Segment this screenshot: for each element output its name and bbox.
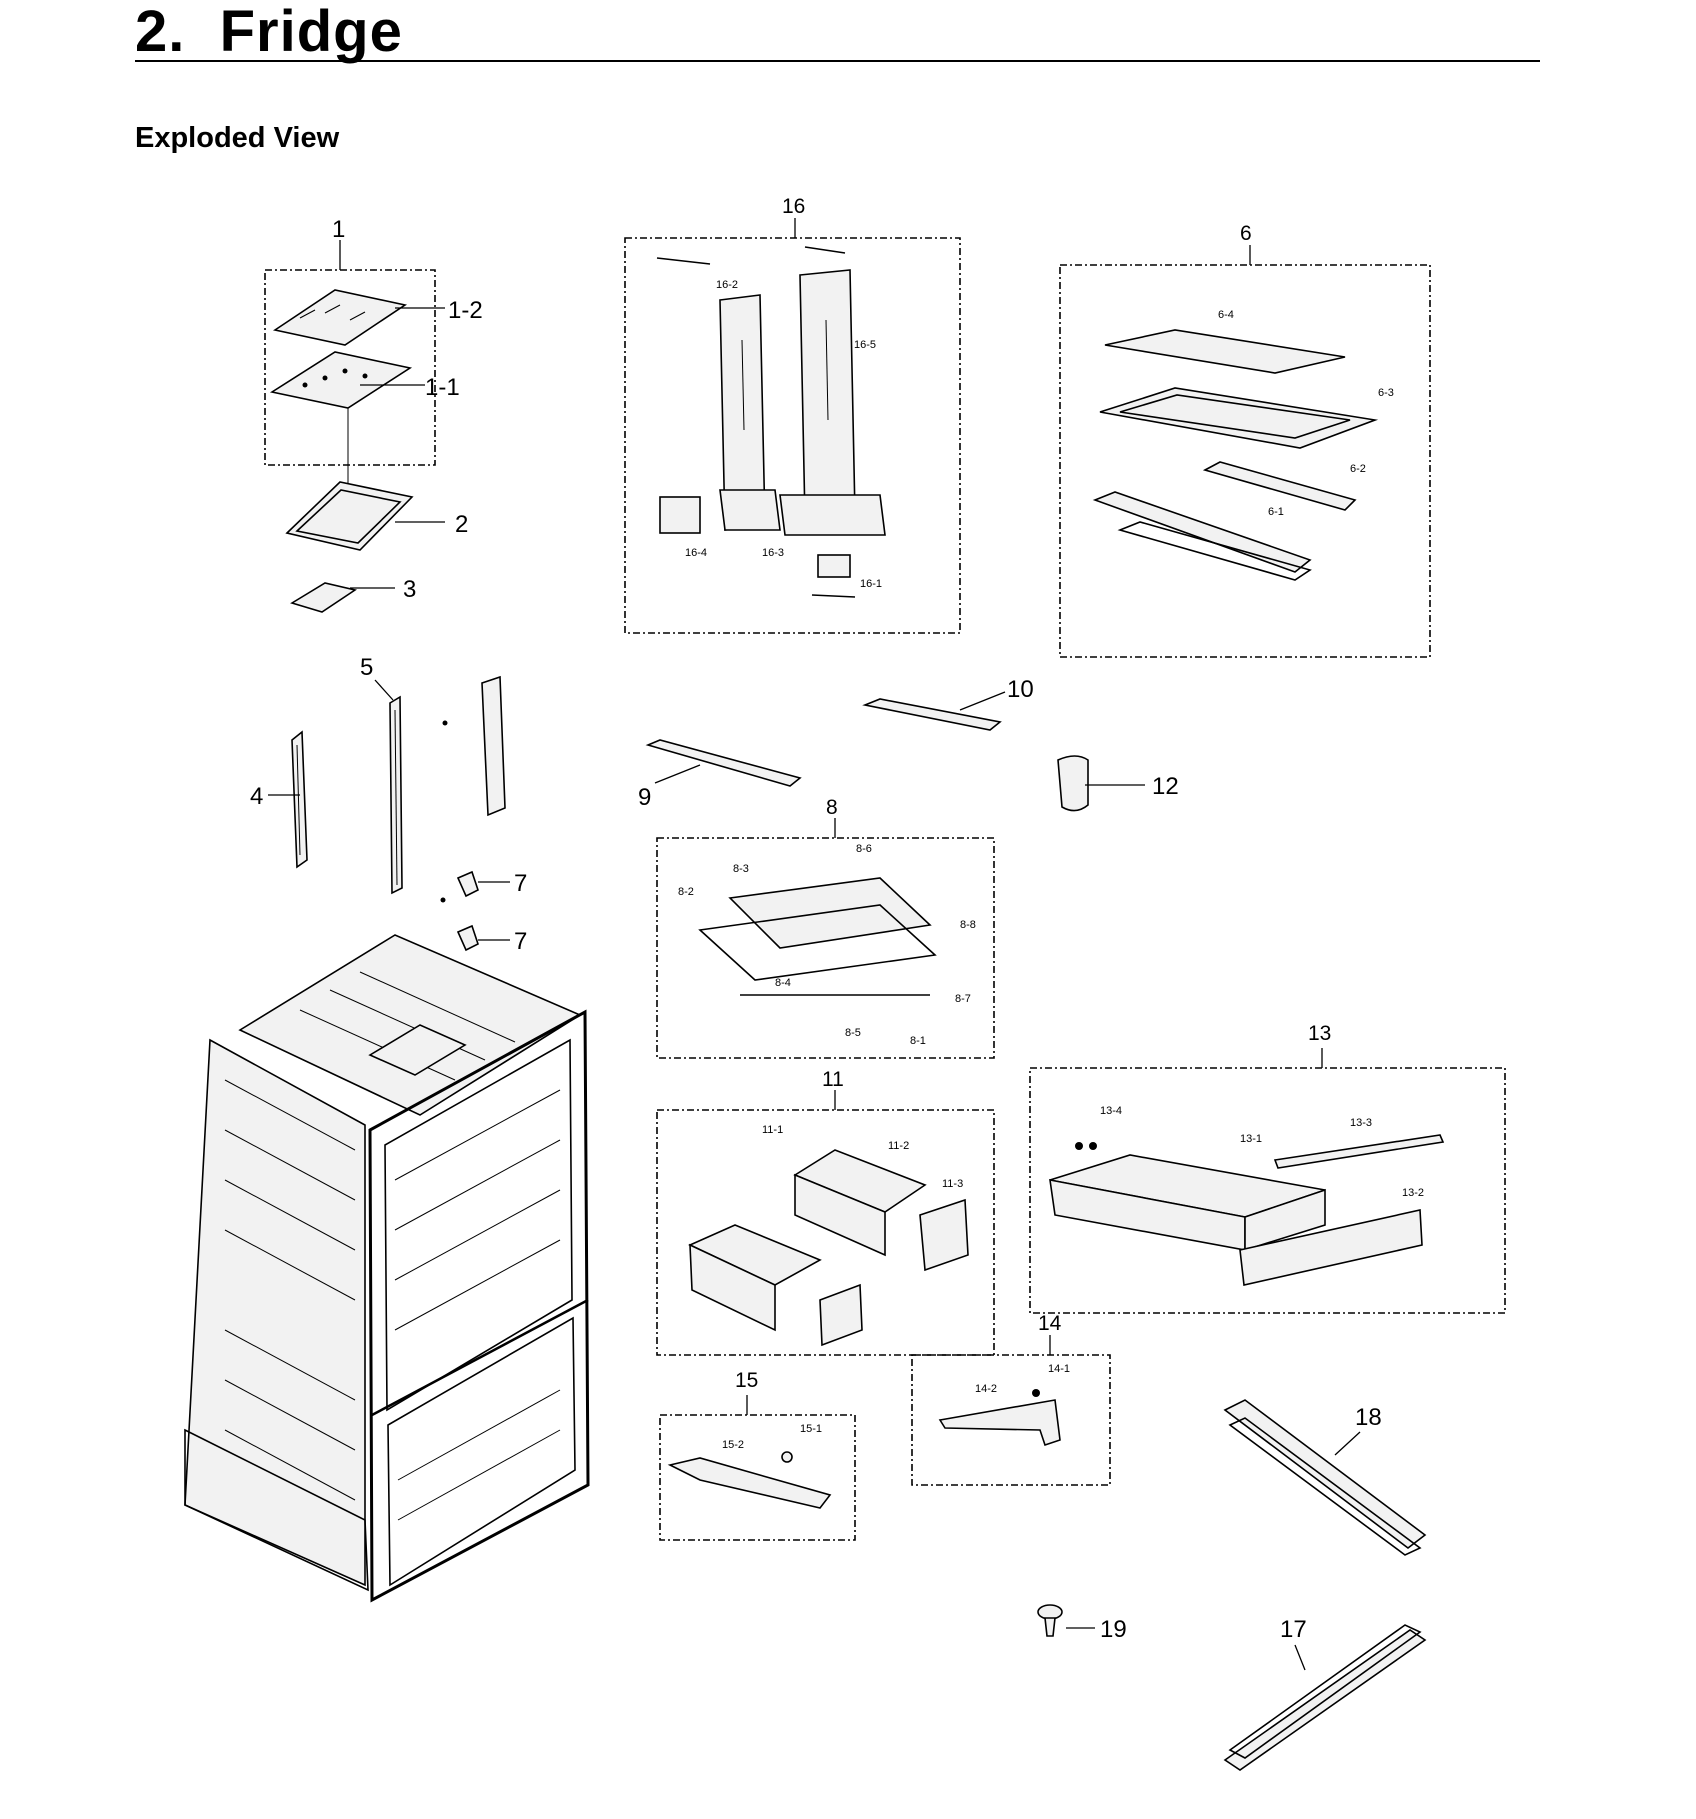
label-7b: 7 [514, 928, 527, 955]
section-subtitle: Exploded View [135, 122, 340, 154]
label-8-8: 8-8 [960, 919, 976, 931]
label-4: 4 [250, 783, 263, 810]
label-16-2: 16-2 [716, 279, 738, 291]
part-group-15: 15 15-2 15-1 [659, 1369, 856, 1541]
label-5: 5 [360, 654, 373, 681]
part-19: 19 [1037, 1604, 1127, 1643]
part-2: 2 [285, 481, 468, 551]
label-13-2: 13-2 [1402, 1187, 1424, 1199]
label-9: 9 [638, 784, 651, 811]
part-group-13: 13 13-4 13-1 13-3 13-2 [1029, 1022, 1506, 1314]
part-1-2 [272, 289, 408, 346]
label-8-2: 8-2 [678, 886, 694, 898]
label-11-3: 11-3 [942, 1178, 963, 1190]
part-group-8: 8 8-3 8-2 8-6 8-8 8-4 8-7 8-5 8-1 [656, 796, 995, 1059]
label-8-6: 8-6 [856, 843, 872, 855]
label-13-3: 13-3 [1350, 1117, 1372, 1129]
label-6-3: 6-3 [1378, 387, 1394, 399]
label-17: 17 [1280, 1616, 1307, 1643]
label-11-1: 11-1 [762, 1124, 783, 1136]
label-15: 15 [735, 1369, 758, 1392]
label-14-2: 14-2 [975, 1383, 997, 1395]
label-8-3: 8-3 [733, 863, 749, 875]
label-3: 3 [403, 576, 416, 603]
label-16: 16 [782, 195, 805, 218]
part-12: 12 [1057, 755, 1179, 812]
label-2: 2 [455, 511, 468, 538]
label-11-2: 11-2 [888, 1140, 909, 1152]
part-18: 18 [1223, 1399, 1427, 1556]
label-8: 8 [826, 796, 838, 819]
part-5: 5 [360, 654, 506, 903]
label-14-1: 14-1 [1048, 1363, 1070, 1375]
label-12: 12 [1152, 773, 1179, 800]
part-group-1: 1 1-2 1-1 [264, 216, 483, 525]
label-13: 13 [1308, 1022, 1331, 1045]
label-6: 6 [1240, 222, 1252, 245]
label-15-2: 15-2 [722, 1439, 744, 1451]
label-8-1: 8-1 [910, 1035, 926, 1047]
part-4: 4 [250, 730, 308, 869]
label-16-3: 16-3 [762, 547, 784, 559]
label-7a: 7 [514, 870, 527, 897]
label-13-1: 13-1 [1240, 1133, 1262, 1145]
part-group-6: 6 6-4 6-3 6-2 6-1 [1059, 222, 1431, 658]
label-8-4: 8-4 [775, 977, 791, 989]
part-group-16: 16 16-2 16-5 16-4 16-3 16-1 [624, 195, 961, 634]
label-16-4: 16-4 [685, 547, 707, 559]
label-1-1: 1-1 [425, 374, 460, 401]
label-16-1: 16-1 [860, 578, 882, 590]
page-title: 2. Fridge [135, 0, 403, 64]
part-10: 10 [862, 676, 1034, 731]
part-9: 9 [638, 739, 802, 811]
part-group-14: 14 14-2 14-1 [911, 1312, 1111, 1486]
label-18: 18 [1355, 1404, 1382, 1431]
part-group-11: 11 11-1 11-2 11-3 [656, 1068, 995, 1356]
label-10: 10 [1007, 676, 1034, 703]
label-6-4: 6-4 [1218, 309, 1234, 321]
part-3: 3 [290, 576, 416, 613]
label-16-5: 16-5 [854, 339, 876, 351]
part-7: 7 7 [456, 870, 527, 955]
label-6-2: 6-2 [1350, 463, 1366, 475]
label-11: 11 [822, 1068, 844, 1091]
part-17: 17 [1223, 1616, 1427, 1771]
label-13-4: 13-4 [1100, 1105, 1122, 1117]
label-19: 19 [1100, 1616, 1127, 1643]
label-15-1: 15-1 [800, 1423, 822, 1435]
title-rule [135, 60, 1540, 62]
label-14: 14 [1038, 1312, 1062, 1335]
label-1: 1 [332, 216, 345, 243]
label-1-2: 1-2 [448, 297, 483, 324]
fridge-cabinet [184, 934, 590, 1603]
label-8-7: 8-7 [955, 993, 971, 1005]
label-6-1: 6-1 [1268, 506, 1284, 518]
label-8-5: 8-5 [845, 1027, 861, 1039]
part-1-1 [269, 351, 413, 409]
